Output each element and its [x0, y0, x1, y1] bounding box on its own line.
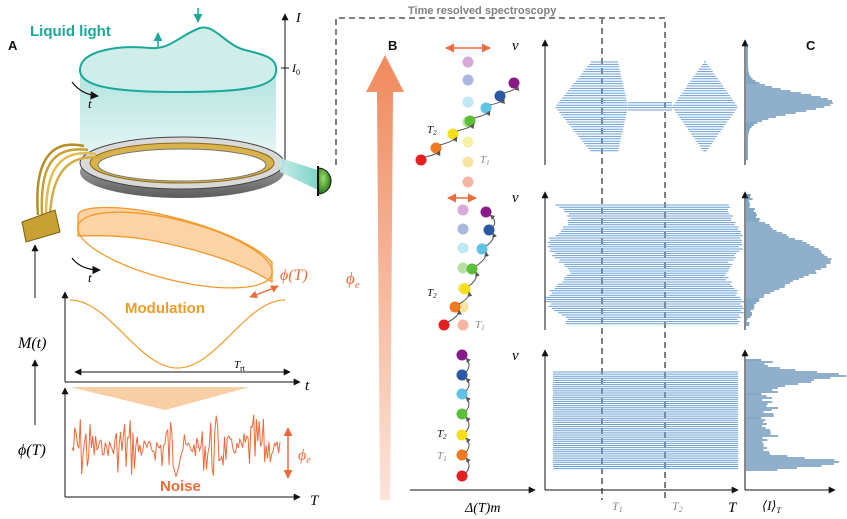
- nu-label-bot: ν: [512, 348, 519, 364]
- mode-dot: [456, 449, 468, 461]
- phase-shift-arrow: [249, 285, 279, 299]
- coupling-arrow: [489, 98, 505, 106]
- mode-dot: [415, 154, 427, 166]
- panel-c-letter: C: [806, 38, 816, 53]
- mode-dot-faded: [462, 136, 474, 148]
- panel-a-letter: A: [8, 38, 18, 53]
- output-beam: [280, 158, 318, 190]
- t1-c-label: T1: [612, 499, 623, 514]
- mode-dot: [456, 369, 468, 381]
- mode-dot: [456, 388, 468, 400]
- avg-intensity-label: ⟨I⟩T: [762, 498, 781, 515]
- coupling-arrow: [473, 110, 491, 119]
- coupling-arrow: [503, 85, 520, 94]
- coupling-arrow: [475, 251, 490, 267]
- mode-dot-faded: [462, 176, 474, 188]
- spectrogram-panels: [545, 61, 745, 470]
- mode-dot-groups: [415, 56, 520, 482]
- coupling-arrow: [465, 396, 471, 412]
- time-averaged-spectra: [746, 44, 847, 471]
- mode-dot: [456, 470, 468, 482]
- mode-dot-faded: [462, 156, 474, 168]
- t1-bot-label: T1: [437, 450, 447, 463]
- M-axis-label: M(t): [17, 335, 46, 352]
- intensity-axis-label: I: [295, 11, 302, 26]
- mode-dot-faded: [462, 74, 474, 86]
- mode-dot: [456, 429, 468, 441]
- trt-label: Trt: [234, 359, 246, 373]
- modulation-curve: [69, 299, 286, 369]
- mode-dot: [456, 349, 468, 361]
- T-axis-label-a: T: [310, 493, 320, 509]
- coupling-arrow: [465, 377, 471, 392]
- noise-label: Noise: [160, 478, 201, 495]
- modulation-label: Modulation: [125, 300, 205, 317]
- i0-label: I0: [291, 61, 300, 77]
- nu-label-mid: ν: [512, 190, 519, 206]
- coupling-arrow: [465, 416, 471, 433]
- mode-dot-faded: [457, 262, 469, 274]
- time-resolved-bracket: [335, 17, 666, 500]
- coupling-arrow: [458, 291, 473, 305]
- time-resolved-label: Time resolved spectroscopy: [408, 5, 557, 17]
- mode-dot: [480, 206, 492, 218]
- mode-dot-faded: [462, 96, 474, 108]
- phi-T-label: ϕ(T): [280, 267, 308, 284]
- coupling-arrow: [489, 214, 496, 228]
- coupling-arrow: [465, 437, 471, 453]
- phi-axis-label: ϕ(T): [18, 442, 46, 459]
- mode-dot-faded: [457, 319, 469, 331]
- mode-dot: [456, 408, 468, 420]
- t-axis-label: t: [305, 378, 310, 394]
- coupling-arrow: [447, 309, 462, 323]
- coupling-arrow: [465, 457, 471, 474]
- coupling-arrow: [468, 271, 480, 287]
- t1-top-label: T1: [480, 154, 490, 167]
- mode-dot-faded: [457, 204, 469, 216]
- nu-label-top: ν: [512, 38, 519, 54]
- t1-mid-label: T1: [475, 319, 485, 332]
- t2-top-label: T2: [427, 124, 437, 137]
- modulation-band: [77, 206, 273, 289]
- ring-resonator-icon: [79, 136, 285, 198]
- coupling-arrow: [465, 357, 471, 373]
- mode-dot-faded: [462, 56, 474, 68]
- phi-e-label-b: ϕe: [346, 269, 360, 291]
- phi-e-label-a: ϕe: [298, 447, 311, 466]
- mode-dot-faded: [457, 223, 469, 235]
- t2-mid-label: T2: [427, 287, 437, 300]
- time-arrow-top: [71, 81, 99, 100]
- noise-curve: [71, 414, 281, 478]
- coupling-arrow: [439, 136, 458, 146]
- detector-icon: [317, 166, 332, 196]
- t2-bot-label: T2: [437, 428, 447, 441]
- time-arrow-mid: [71, 257, 101, 275]
- coupling-arrow: [424, 150, 441, 158]
- panel-b-letter: B: [388, 38, 397, 53]
- time-label-mid: t: [88, 270, 92, 285]
- panel-b-x-label: Δ(T)m: [464, 501, 500, 516]
- time-label-top: t: [88, 96, 92, 111]
- liquid-light-label: Liquid light: [30, 23, 111, 40]
- gradient-arrow-icon: [366, 55, 404, 500]
- mode-dot: [466, 263, 478, 275]
- mode-dot: [483, 224, 495, 236]
- T-axis-label-c: T: [728, 500, 738, 516]
- t2-c-label: T2: [672, 499, 683, 514]
- mode-dot-faded: [457, 242, 469, 254]
- coupling-arrow: [456, 123, 475, 132]
- mode-dot: [438, 319, 450, 331]
- sampling-funnel: [70, 387, 250, 410]
- pump-wires: [21, 143, 105, 243]
- coupling-arrow: [485, 232, 497, 247]
